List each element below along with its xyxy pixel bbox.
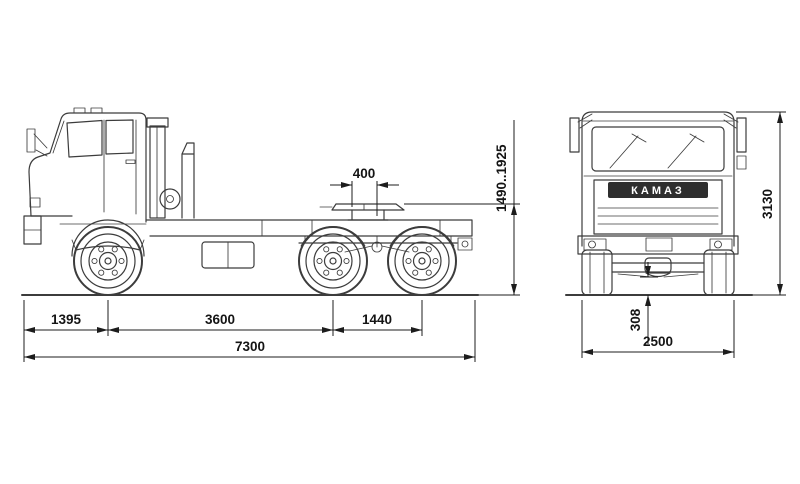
suspension-side: [71, 226, 458, 253]
dim-label-7300: 7300: [235, 339, 265, 354]
rear-crossmember: [457, 237, 473, 251]
front-view: КАМАЗ 3130: [565, 111, 786, 358]
mirror-arm-left: [577, 113, 593, 129]
headlight-left: [583, 238, 607, 251]
mirror-arm-right: [723, 113, 739, 129]
headlight-right: [709, 238, 733, 251]
dim-label-400: 400: [353, 166, 376, 181]
dim-overall-height: 3130: [736, 111, 786, 296]
door-window: [105, 119, 134, 155]
windshield-side: [52, 120, 65, 154]
wipers: [609, 133, 705, 169]
door-lines: [103, 119, 137, 215]
front-tire-right: [703, 249, 735, 296]
dim-label-1395: 1395: [51, 312, 82, 327]
dim-bottom-side: 1395 3600 1440 7300: [23, 300, 476, 362]
fifth-wheel: [319, 203, 405, 221]
mirror-right: [736, 117, 747, 153]
dim-label-1440: 1440: [362, 312, 392, 327]
front-fender-arch: [71, 219, 145, 257]
grille-badge-text: КАМАЗ: [631, 185, 685, 197]
tow-pin: [461, 240, 469, 248]
front-axle: [611, 262, 705, 273]
middle-wheel: [298, 226, 368, 296]
front-tire-left: [581, 249, 613, 296]
headlight-side: [29, 197, 41, 208]
roof-marker-light: [73, 107, 86, 114]
dim-label-3600: 3600: [205, 312, 235, 327]
bumper-front: [577, 235, 739, 255]
behind-cab-equipment: [146, 117, 255, 269]
dim-fifth-wheel-offset: 400: [330, 166, 399, 216]
grille-badge-plate: [608, 182, 708, 198]
dim-label-3130: 3130: [760, 189, 775, 219]
rear-wheel: [387, 226, 457, 296]
wide-angle-mirror: [736, 155, 747, 170]
dim-label-1490-1925: 1490..1925: [494, 144, 509, 212]
door-handle: [125, 159, 136, 164]
equalizer: [371, 241, 383, 253]
air-tank: [159, 188, 181, 210]
front-wheel: [73, 226, 143, 296]
windshield-front: [591, 126, 725, 172]
air-intake-stack: [149, 125, 166, 219]
roof-marker-light: [90, 107, 103, 114]
dim-label-308: 308: [628, 308, 643, 331]
mirror-arm-side: [33, 133, 48, 157]
grille-slats: [597, 207, 719, 225]
side-view: 400 1490..1925 1395 3600 1440 7300: [21, 107, 520, 362]
front-leaf-spring: [75, 245, 141, 251]
license-plate: [645, 237, 673, 252]
cab-side: [23, 107, 147, 257]
axle-housing: [644, 257, 672, 274]
chassis-front: [581, 249, 735, 296]
exhaust-stack: [181, 142, 195, 219]
cab-front: КАМАЗ: [569, 111, 747, 255]
side-window: [66, 119, 103, 158]
air-intake-cap: [146, 117, 169, 128]
dim-label-2500: 2500: [643, 334, 673, 349]
dim-fifth-wheel-height: 1490..1925: [404, 120, 520, 296]
grille: [593, 179, 723, 235]
dim-overall-width: 2500: [581, 300, 735, 358]
dim-ground-clearance: 308: [628, 262, 658, 344]
mirror-left: [569, 117, 580, 153]
mirror-side: [26, 128, 36, 153]
steering-linkage: [611, 262, 705, 278]
